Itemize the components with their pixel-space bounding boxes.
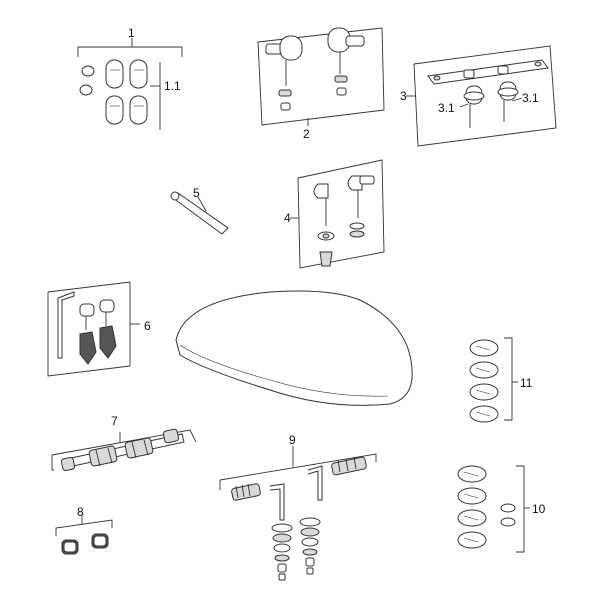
part-group-2-hinges [257, 27, 385, 126]
part-group-1-buffers [77, 38, 183, 130]
label-2: 2 [303, 127, 310, 141]
part-group-10-pads [457, 465, 530, 553]
part-group-4-fixing-set [290, 159, 385, 269]
part-group-8-nuts [55, 516, 113, 555]
part-group-6-anchors [47, 281, 140, 377]
label-3-1-right: 3.1 [522, 91, 539, 105]
label-5: 5 [193, 186, 200, 200]
label-1: 1 [128, 26, 135, 40]
label-6: 6 [144, 319, 151, 333]
label-3-1-left: 3.1 [438, 101, 455, 115]
part-group-9-wall-fixing [219, 446, 377, 581]
label-4: 4 [284, 211, 291, 225]
label-10: 10 [532, 502, 546, 516]
part-group-11-pads [469, 337, 518, 423]
label-9: 9 [289, 433, 296, 447]
label-3: 3 [400, 89, 407, 103]
part-group-5-pin [170, 191, 229, 235]
part-group-3-hinge-plate [406, 45, 557, 147]
part-group-7-hinge-shaft [51, 428, 197, 472]
label-1-1: 1.1 [164, 79, 181, 93]
label-7: 7 [111, 414, 118, 428]
label-11: 11 [520, 376, 533, 390]
label-8: 8 [77, 505, 84, 519]
toilet-seat [175, 290, 413, 406]
